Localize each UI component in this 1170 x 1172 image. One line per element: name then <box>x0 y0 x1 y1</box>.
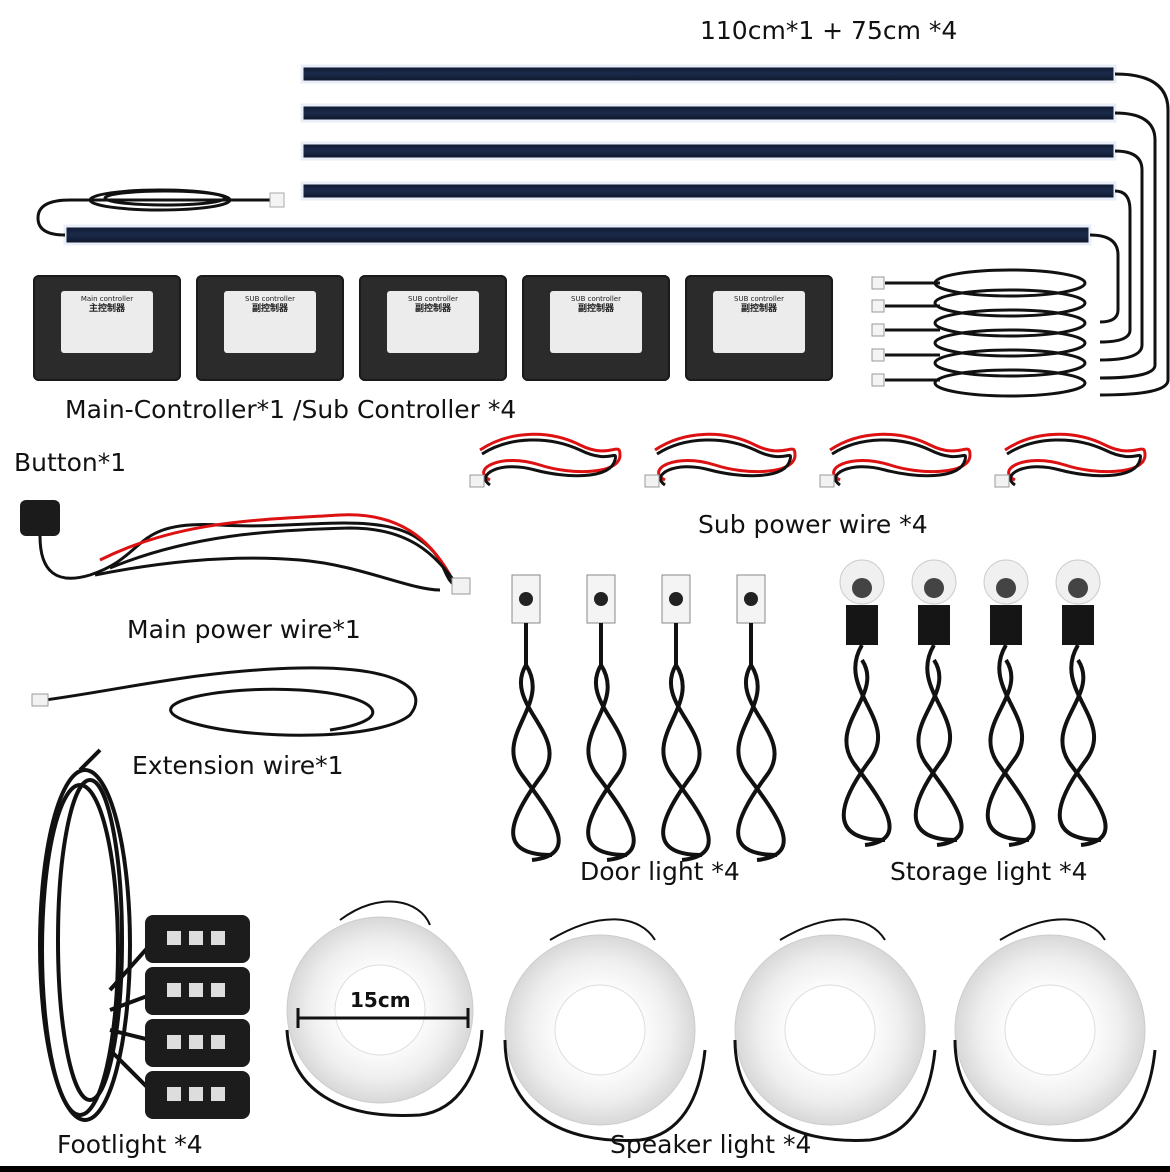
controller-title: SUB controller <box>408 295 458 303</box>
button-device <box>20 500 60 536</box>
controller-title-zh: 副控制器 <box>740 304 777 314</box>
storage-light-label: Storage light *4 <box>890 857 1088 886</box>
speaker-light-label: Speaker light *4 <box>610 1130 812 1159</box>
controllers-label: Main-Controller*1 /Sub Controller *4 <box>65 395 517 424</box>
speaker-rings <box>285 900 1157 1142</box>
controller-title: SUB controller <box>571 295 621 303</box>
controller-title-zh: 主控制器 <box>88 304 125 314</box>
bottom-border <box>0 1166 1170 1172</box>
extension-wire <box>31 666 418 737</box>
sub-power-label: Sub power wire *4 <box>698 510 928 539</box>
footlights <box>145 915 250 1119</box>
controller-title-zh: 副控制器 <box>251 304 288 314</box>
storage-lights <box>839 559 1108 847</box>
footlight-label: Footlight *4 <box>57 1130 203 1159</box>
main-power-wire <box>20 500 471 595</box>
sub-power-wires <box>469 432 1147 488</box>
strips-label: 110cm*1 + 75cm *4 <box>700 16 958 45</box>
controller-title-zh: 副控制器 <box>414 304 451 314</box>
extension-label: Extension wire*1 <box>132 751 344 780</box>
door-lights <box>511 574 786 862</box>
controller-title: Main controller <box>80 295 134 303</box>
controller-title: SUB controller <box>734 295 784 303</box>
ring-size-label: 15cm <box>350 988 411 1012</box>
button-label: Button*1 <box>14 448 127 477</box>
strip-connectors <box>871 276 885 387</box>
strip-cable-coils <box>885 268 1087 398</box>
controller-title-zh: 副控制器 <box>577 304 614 314</box>
door-light-label: Door light *4 <box>580 857 740 886</box>
main-power-label: Main power wire*1 <box>127 615 361 644</box>
light-strips <box>36 64 1170 397</box>
footlight-cable <box>38 748 152 1122</box>
controller-title: SUB controller <box>245 295 295 303</box>
